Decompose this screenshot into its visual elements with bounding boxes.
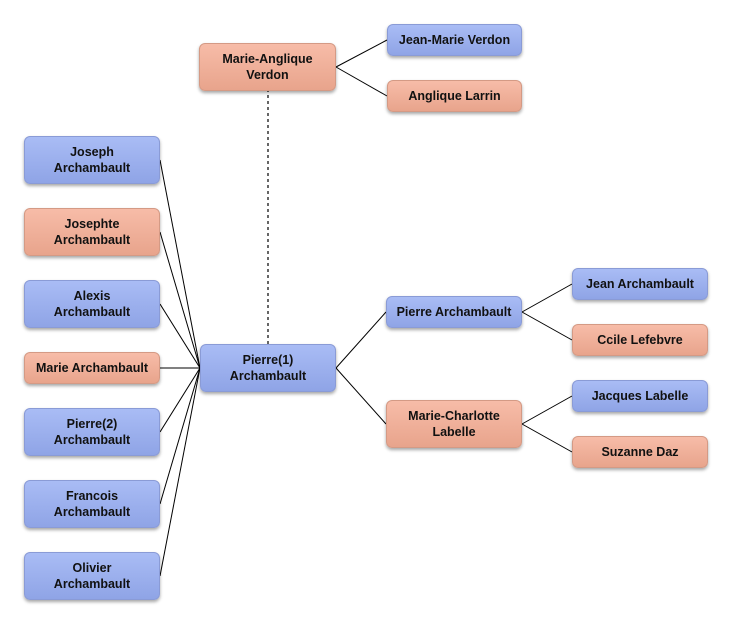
node-pierre-archambault[interactable]: Pierre Archambault xyxy=(386,296,522,328)
node-marie-anglique-verdon[interactable]: Marie-Anglique Verdon xyxy=(199,43,336,91)
node-marie-charlotte-labelle[interactable]: Marie-Charlotte Labelle xyxy=(386,400,522,448)
link-pierre1-to-pierre2 xyxy=(159,367,201,433)
link-pierre_arch-to-ccile xyxy=(521,311,573,341)
link-pierre1-to-joseph xyxy=(159,159,201,369)
link-pierre1-to-francois xyxy=(159,367,201,505)
node-pierre1-archambault[interactable]: Pierre(1) Archambault xyxy=(200,344,336,392)
node-francois-archambault[interactable]: Francois Archambault xyxy=(24,480,160,528)
node-olivier-archambault[interactable]: Olivier Archambault xyxy=(24,552,160,600)
link-marie_anglique-to-anglique_larrin xyxy=(335,66,388,97)
node-josephte-archambault[interactable]: Josephte Archambault xyxy=(24,208,160,256)
node-joseph-archambault[interactable]: Joseph Archambault xyxy=(24,136,160,184)
link-marie_charlotte-to-jacques xyxy=(521,395,573,425)
link-pierre_arch-to-jean_arch xyxy=(521,283,573,313)
node-ccile-lefebvre[interactable]: Ccile Lefebvre xyxy=(572,324,708,356)
node-anglique-larrin[interactable]: Anglique Larrin xyxy=(387,80,522,112)
link-marie_charlotte-to-suzanne xyxy=(521,423,573,453)
node-suzanne-daz[interactable]: Suzanne Daz xyxy=(572,436,708,468)
link-pierre1-to-josephte xyxy=(159,231,201,369)
link-marie_anglique-to-jean_marie xyxy=(335,39,388,68)
node-jacques-labelle[interactable]: Jacques Labelle xyxy=(572,380,708,412)
node-pierre2-archambault[interactable]: Pierre(2) Archambault xyxy=(24,408,160,456)
node-jean-marie-verdon[interactable]: Jean-Marie Verdon xyxy=(387,24,522,56)
node-alexis-archambault[interactable]: Alexis Archambault xyxy=(24,280,160,328)
link-pierre1-to-pierre_arch xyxy=(335,311,387,369)
link-pierre1-to-marie_charlotte xyxy=(335,367,387,425)
node-jean-archambault[interactable]: Jean Archambault xyxy=(572,268,708,300)
link-pierre1-to-olivier xyxy=(159,367,201,577)
node-marie-archambault[interactable]: Marie Archambault xyxy=(24,352,160,384)
link-pierre1-to-alexis xyxy=(159,303,201,369)
